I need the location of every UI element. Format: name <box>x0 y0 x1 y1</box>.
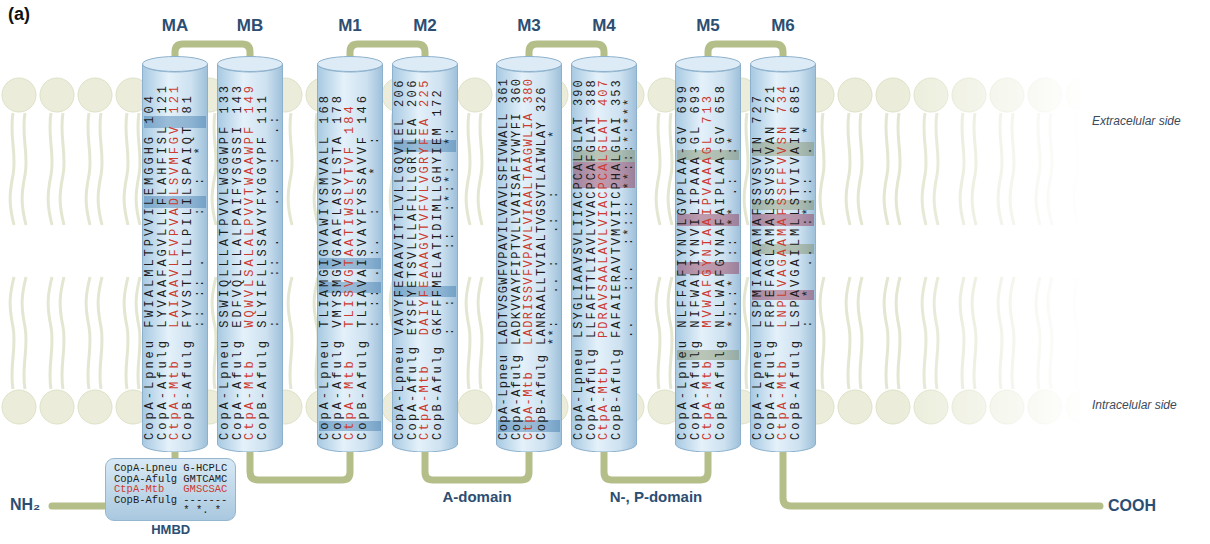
helix-cylinder: M1CopA-Lpneu TLIAMGIGVAWIYSMVALL 168CopA… <box>317 56 383 452</box>
sequence-line: CtpA-Mtb WQWVLSALALPVVTWAAWPF 149 <box>244 83 257 440</box>
sequence-line: CtpA-Mtb PDRAVSAALAVLVIACPCALGLAT 407 <box>598 78 611 440</box>
sequence-line: CopA-Lpneu NLFFAFIYNVLGVPLAA-GV 699 <box>677 83 690 440</box>
helix-label: M1 <box>305 16 395 35</box>
domain-label: A-domain <box>439 488 514 505</box>
helix-label: MA <box>130 16 220 35</box>
conservation-line: :: :: . : : * <box>194 144 207 440</box>
side-label: Extracelular side <box>1092 114 1181 128</box>
sequence-line: CtpA-Mtb DAIYFEAAAGVTVFVLVGRYFEA 225 <box>419 78 432 440</box>
sequence-alignment: CopA-Lpneu VAVYFEAAAVITTLVLLGQVLEL 206Co… <box>394 78 457 440</box>
helix-cylinder: M5CopA-Lpneu NLFFAFIYNVLGVPLAA-GV 699Cop… <box>675 56 741 452</box>
sequence-alignment: CopA-Lpneu LSYGLIAAVSVLIIACPCALGLAT 390C… <box>573 78 636 440</box>
sequence-line: CopB-Afulg LANRAALLTVIALTVGSVTLAIWLAY 32… <box>535 86 548 440</box>
helix-cylinder: MBCopA-Lpneu SSWIQLLLATPVVLWGGWPF 133Cop… <box>217 56 283 452</box>
sequence-alignment: CopA-Lpneu LSPMIAAAAMAFSSVSVIN 727CopA-A… <box>752 83 815 440</box>
panel-letter: (a) <box>8 4 30 25</box>
sequence-line: CopA-Afulg EDFVQLLLALPAIFYSGSSI 143 <box>231 83 244 440</box>
sequence-line: CopA-Lpneu LSPMIAAAAMAFSSVSVIN 727 <box>752 93 765 440</box>
sequence-line: CopA-Afulg LYVAAFAGVLLLFLAHFISL 121 <box>156 83 169 440</box>
sequence-line: CopA-Lpneu SSWIQLLLATPVVLWGGWPF 133 <box>219 83 232 440</box>
helix-cylinder: M2CopA-Lpneu VAVYFEAAAVITTLVLLGQVLEL 206… <box>392 56 458 452</box>
sequence-alignment: CopA-Lpneu SSWIQLLLATPVVLWGGWPF 133CopA-… <box>219 83 282 440</box>
sequence-line: CopA-Lpneu G-HCPLC <box>114 463 227 474</box>
sequence-line: CopB-Afulg FYVSTLLTLPILILSPAIQT 81 <box>181 93 194 440</box>
domain-name: HMBD <box>151 523 190 537</box>
sequence-line: CopA-Lpneu TLIAMGIGVAWIYSMVALL 168 <box>319 93 332 440</box>
loop-connector <box>425 452 529 480</box>
helix-label: MB <box>205 16 295 35</box>
c-terminal-tail <box>783 452 1100 506</box>
sequence-line: CopA-Lpneu VAVYFEAAAVITTLVLLGQVLEL 206 <box>394 78 407 440</box>
helix-label: M6 <box>738 16 828 35</box>
sequence-line: CopA-Afulg LADKVVAYFIPTVLLVAISAFIYWYFI 3… <box>510 78 523 440</box>
sequence-line: CopA-Afulg NIFWALIYNVILIPAAA-GL 693 <box>689 83 702 440</box>
conservation-line: : :: . .. : .: <box>269 114 282 440</box>
sequence-line: CtpA-Mtb LNPLVAGAAMAFSSFFVVSN 734 <box>777 83 790 440</box>
n-terminal-tail <box>52 503 108 510</box>
loop-connector <box>604 452 708 480</box>
terminus-label: NH₂ <box>10 496 40 514</box>
helix-cylinder: M6CopA-Lpneu LSPMIAAAAMAFSSVSVIN 727CopA… <box>750 56 816 452</box>
conservation-line: : : :: :*:*: *: <box>444 126 457 440</box>
sequence-line: CopA-Afulg EYSFYETSVLLLAFLLLGRTLEA 206 <box>406 78 419 440</box>
side-label: Intracelular side <box>1092 398 1177 412</box>
sequence-line: CtpA-Mtb TLISVGTAATIWSLYTVF 184 <box>344 103 357 440</box>
helix-label: M3 <box>484 16 574 35</box>
sequence-line: CopA-Afulg GMTCAMC <box>114 474 227 485</box>
conservation-line: .. ::. :*::: **:::*:*** <box>623 97 636 440</box>
conservation-line: * *. * <box>114 505 221 516</box>
helix-cylinder: M3CopA-Lpneu LADTVSGWFVPAVILVAVLSFIVWALL… <box>496 56 562 452</box>
helix-cylinder: M4CopA-Lpneu LSYGLIAAVSVLIIACPCALGLAT 39… <box>571 56 637 452</box>
sequence-line: CopB-Afulg TLIAVAISVAYFYSSAVVF 146 <box>356 93 369 440</box>
sequence-line: CopA-Afulg LLFAFTTLIAVLVVACPCAFGLAT 388 <box>585 78 598 440</box>
conservation-line: : :: . :. : * : <box>369 134 382 440</box>
sequence-line: CopA-Lpneu FWIALMLTPVVILEMGGHG 104 <box>144 93 157 440</box>
sequence-line: CopB-Afulg NLLWAFGYNAFAIPLAA-GV 658 <box>714 83 727 440</box>
terminus-label: COOH <box>1108 497 1156 515</box>
conservation-line: **: .. : .: : * <box>548 129 561 440</box>
sequence-alignment: CopA-Lpneu LADTVSGWFVPAVILVAVLSFIVWALL 3… <box>498 78 561 440</box>
conservation-line: : * .. :*::: . * <box>802 124 815 440</box>
loop-connector <box>708 44 783 56</box>
loop-connector <box>350 44 425 56</box>
sequence-line: CtpA-Mtb LAIAAVLFVPVADLSVMFGV 121 <box>169 83 182 440</box>
sequence-line: CopB-Afulg FAFAIERAVTVMVITCPHALGLAI 353 <box>610 78 623 440</box>
hmbd-box: CopA-Lpneu G-HCPLCCopA-Afulg GMTCAMCCtpA… <box>105 458 236 521</box>
sequence-alignment: CopA-Lpneu TLIAMGIGVAWIYSMVALL 168CopA-A… <box>319 93 382 440</box>
helix-label: M5 <box>663 16 753 35</box>
helix-label: M4 <box>559 16 649 35</box>
sequence-line: CopA-Afulg VMYSMGVGAAFLASVLSTA 178 <box>331 93 344 440</box>
sequence-line: CtpA-Mtb MVWAFGYNIAAIPVAAAGL 713 <box>702 93 715 440</box>
helix-label: M2 <box>380 16 470 35</box>
loop-connector <box>250 452 350 480</box>
loop-connector <box>529 44 604 56</box>
sequence-line: CopB-Afulg SLYIFLLSSAVYFYGGYPF 111 <box>256 93 269 440</box>
sequence-line: CopA-Afulg FRPEFAGLAMALSSVSVVAN 721 <box>764 83 777 440</box>
domain-label: N-, P-domain <box>607 488 706 505</box>
sequence-line: CopB-Afulg GKFFFMELATIDIMLLGHYIEM 172 <box>431 88 444 440</box>
sequence-line: CtpA-Mtb LADRISSVFVPAVLVIAALTAAGWLIA 380 <box>523 78 536 440</box>
sequence-alignment: CopA-Lpneu FWIALMLTPVVILEMGGHG 104CopA-A… <box>144 83 207 440</box>
sequence-line: CtpA-Mtb GMSCSAC <box>114 484 227 495</box>
sequence-line: CopA-Lpneu LSYGLIAAVSVLIIACPCALGLAT 390 <box>573 78 586 440</box>
sequence-line: CopA-Lpneu LADTVSGWFVPAVILVAVLSFIVWALL 3… <box>498 78 511 440</box>
sequence-line: CopB-Afulg LSPAVGAILMLLSTVIVAIN 685 <box>789 83 802 440</box>
conservation-line: *:.:* :: ** .: :* <box>727 134 740 440</box>
loop-connector <box>175 44 250 56</box>
sequence-line: CopB-Afulg ------- <box>114 495 227 506</box>
sequence-alignment: CopA-Lpneu NLFFAFIYNVLGVPLAA-GV 699CopA-… <box>677 83 740 440</box>
helix-cylinder: MACopA-Lpneu FWIALMLTPVVILEMGGHG 104CopA… <box>142 56 208 452</box>
